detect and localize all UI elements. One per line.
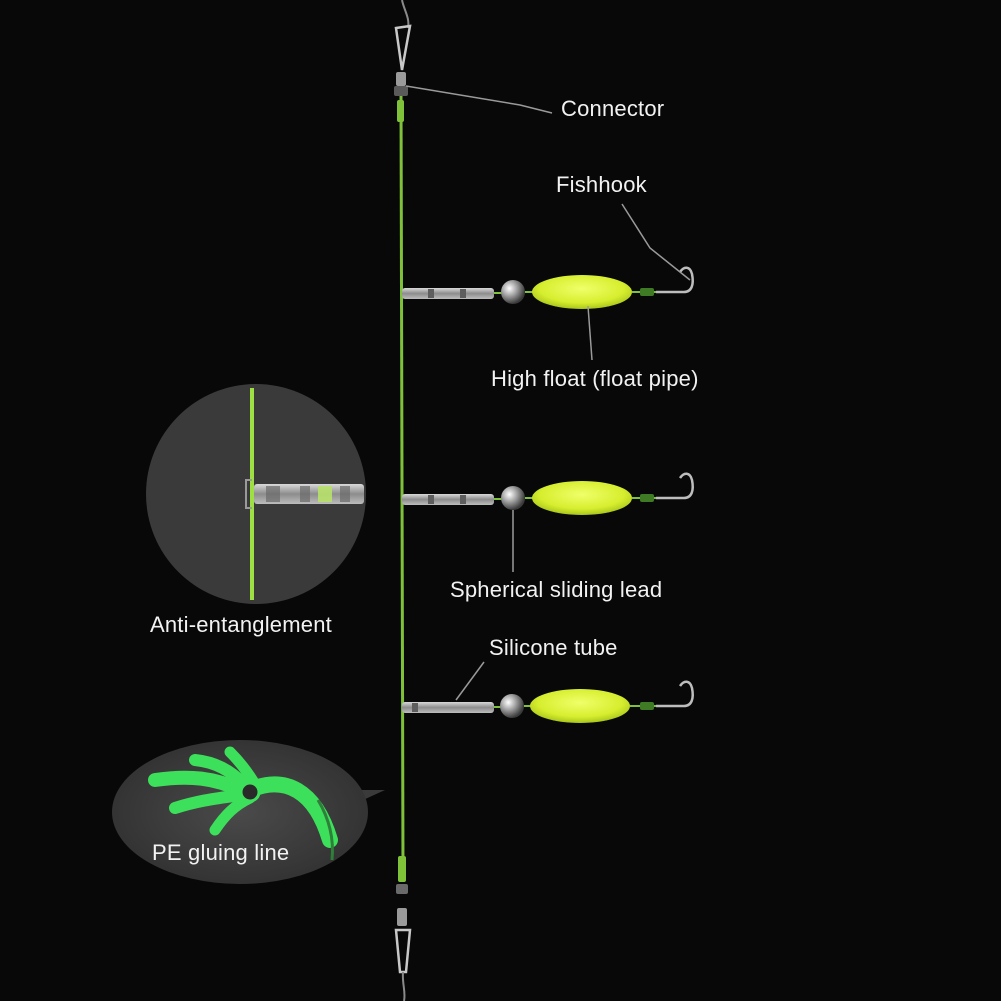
branch-2 bbox=[402, 472, 694, 515]
fishhook-pointer-line bbox=[621, 203, 691, 281]
fishhook-label: Fishhook bbox=[556, 172, 647, 197]
float-3 bbox=[530, 689, 630, 723]
fishhook-1 bbox=[656, 266, 694, 294]
float-1 bbox=[532, 275, 632, 309]
anti-entanglement-zoom bbox=[146, 384, 366, 604]
branch-1 bbox=[402, 266, 694, 309]
float-pointer-line bbox=[587, 305, 593, 361]
silicone-tube-1 bbox=[402, 288, 494, 299]
pe-gluing-line-label: PE gluing line bbox=[152, 840, 290, 865]
silicone-tube-3 bbox=[402, 702, 494, 713]
silicone-pointer-line bbox=[455, 661, 485, 701]
anti-entanglement-label: Anti-entanglement bbox=[150, 612, 332, 637]
spherical-lead-2 bbox=[501, 486, 525, 510]
pe-gluing-line-bubble bbox=[112, 740, 385, 884]
main-line bbox=[399, 95, 405, 871]
high-float-label: High float (float pipe) bbox=[491, 366, 699, 391]
spherical-lead-label: Spherical sliding lead bbox=[450, 577, 663, 602]
branch-3 bbox=[402, 680, 694, 723]
silicone-tube-2 bbox=[402, 494, 494, 505]
float-2 bbox=[532, 481, 632, 515]
fishhook-2 bbox=[656, 472, 694, 500]
fishhook-3 bbox=[656, 680, 694, 708]
bottom-snap-connector bbox=[394, 856, 412, 1001]
connector-pointer-line bbox=[405, 85, 553, 114]
silicone-tube-label: Silicone tube bbox=[489, 635, 618, 660]
spherical-lead-1 bbox=[501, 280, 525, 304]
connector-label: Connector bbox=[561, 96, 665, 121]
spherical-lead-3 bbox=[500, 694, 524, 718]
